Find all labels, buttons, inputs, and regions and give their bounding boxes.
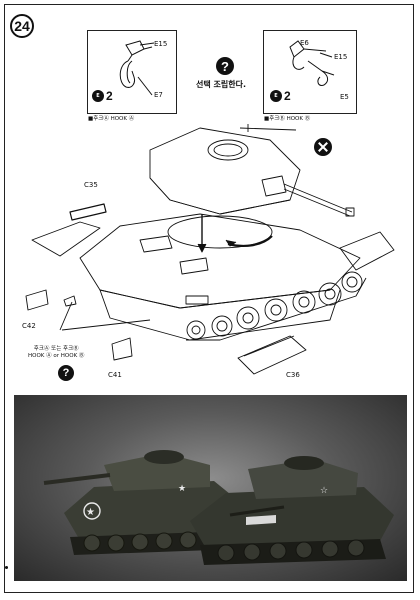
part-label-c35: C35 [84,181,98,189]
hook-choice-note: 후크Ⓐ 또는 후크Ⓑ HOOK Ⓐ or HOOK Ⓑ [28,346,84,361]
quantity-label: 2 [106,89,113,103]
no-glue-icon [314,138,332,156]
hook-a-caption: ■후크Ⓐ HOOK Ⓐ [88,116,135,122]
sprue-e-icon: E [92,90,104,102]
part-label-e7: E7 [154,91,163,99]
hook-a-inset: E15 E7 E 2 [87,30,177,114]
part-label-e5: E5 [340,93,349,101]
star-marking: ★ [178,484,186,494]
finished-model-photo: ★ ★ ☆ [14,395,407,581]
question-icon: ? [216,57,234,75]
part-label-c36: C36 [286,371,300,379]
hook-b-caption: ■후크Ⓑ HOOK Ⓑ [264,116,311,122]
step-number-badge: 24 [10,14,34,38]
hook-note-english: HOOK Ⓐ or HOOK Ⓑ [28,353,85,360]
part-label-c41: C41 [108,371,122,379]
hook-b-inset: E6 E15 E5 E 2 [263,30,357,114]
margin-mark [5,566,8,569]
hook-note-korean: 후크Ⓐ 또는 후크Ⓑ [33,346,79,352]
part-label-e15: E15 [334,53,348,61]
optional-assembly-note: 선택 조립한다. [196,80,246,89]
star-marking: ★ [86,507,95,518]
part-label-e6: E6 [300,39,309,47]
page-border [4,4,414,593]
hook-b-drawing [289,40,335,86]
star-marking: ☆ [320,486,328,496]
sprue-e-icon: E [270,90,282,102]
quantity-label: 2 [284,89,291,103]
part-label-e15: E15 [154,40,168,48]
photo-tanks: ★ ★ ☆ [43,450,394,565]
question-icon: ? [58,365,74,381]
hook-a-drawing [119,40,155,96]
part-label-c42: C42 [22,322,36,330]
tank-assembly-drawing [25,124,395,375]
